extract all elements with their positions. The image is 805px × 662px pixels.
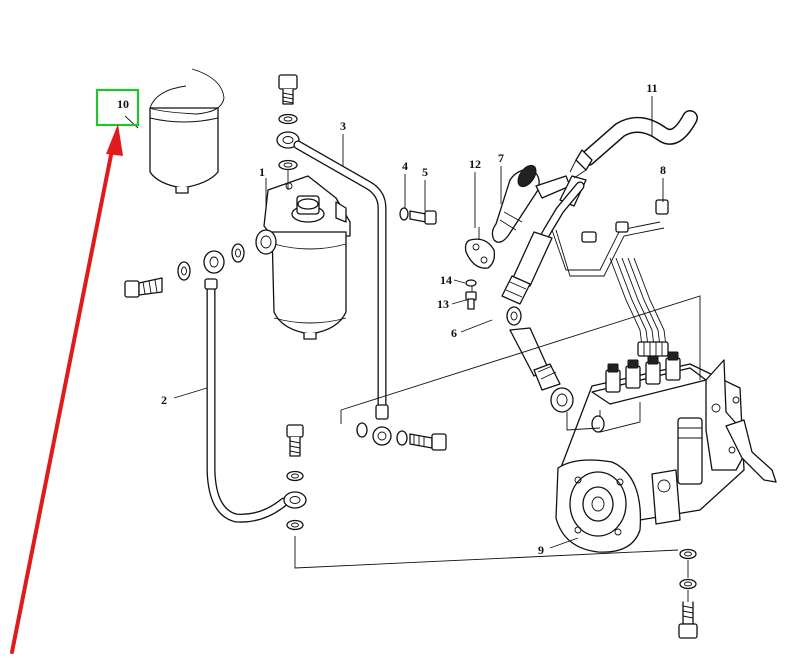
lower-banjo-bolt-assembly[interactable] xyxy=(283,424,307,531)
drain-bolt-assembly[interactable] xyxy=(678,548,698,639)
bolt-part-13[interactable] xyxy=(465,291,477,310)
label-4: 4 xyxy=(402,159,408,173)
label-3: 3 xyxy=(340,119,346,133)
filter-bowl-part-10[interactable] xyxy=(149,68,225,194)
label-12: 12 xyxy=(469,157,481,171)
washer-part-4[interactable] xyxy=(399,207,409,221)
return-hose-part-11[interactable] xyxy=(569,110,698,179)
leader-lines xyxy=(124,96,664,549)
injection-pump-part-9[interactable] xyxy=(555,351,777,553)
label-13: 13 xyxy=(437,297,449,311)
top-banjo-bolt-assembly[interactable] xyxy=(276,74,300,171)
highlight-box xyxy=(95,88,140,127)
washer-part-14[interactable] xyxy=(465,279,477,287)
label-1: 1 xyxy=(259,165,265,179)
label-2: 2 xyxy=(161,393,167,407)
label-10: 10 xyxy=(117,97,129,111)
label-9: 9 xyxy=(538,543,544,557)
leak-off-pipes-part-8[interactable] xyxy=(551,199,669,357)
fuel-filter-part-1[interactable] xyxy=(255,175,351,340)
gasket-part-12[interactable] xyxy=(464,238,496,269)
bolt-part-5[interactable] xyxy=(409,210,437,225)
right-banjo-bolt-assembly[interactable] xyxy=(356,422,447,451)
label-14: 14 xyxy=(440,273,452,287)
label-11: 11 xyxy=(646,81,657,95)
label-6: 6 xyxy=(451,326,457,340)
pointer-arrow xyxy=(10,124,123,654)
reference-lines xyxy=(287,170,701,602)
fuel-pipe-part-3[interactable] xyxy=(293,140,389,420)
label-8: 8 xyxy=(660,163,666,177)
callout-labels: 1 2 3 4 5 6 7 8 9 10 11 12 13 14 xyxy=(117,81,666,557)
left-banjo-bolt-assembly[interactable] xyxy=(124,243,245,298)
fuel-pipe-part-2[interactable] xyxy=(204,278,289,523)
label-5: 5 xyxy=(422,165,428,179)
label-7: 7 xyxy=(498,151,504,165)
high-pressure-pipe-part-6[interactable] xyxy=(501,181,585,413)
